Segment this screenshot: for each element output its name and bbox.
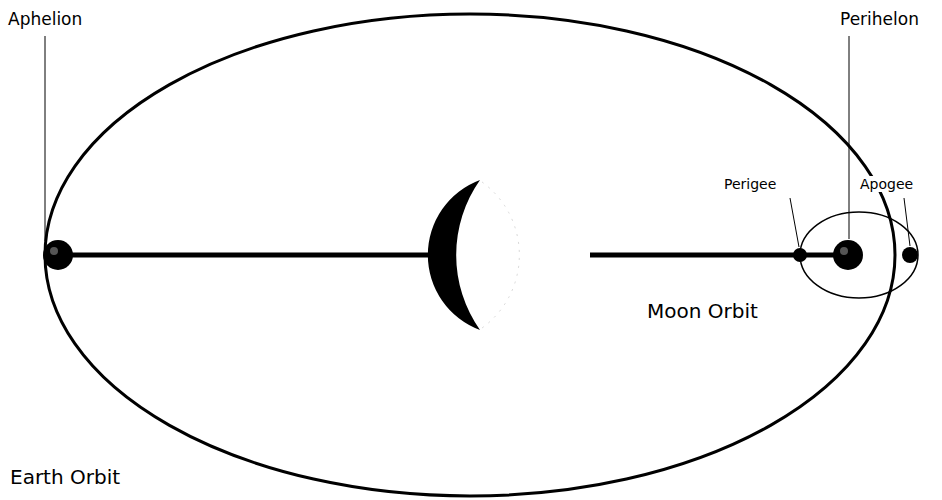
moon-point-label: Apogee	[858, 176, 915, 192]
orbit-label: Earth Orbit	[8, 466, 122, 489]
apsis-line	[70, 253, 428, 258]
earth-highlight	[50, 247, 58, 255]
apsis-label: Perihelon	[838, 10, 921, 30]
earth-orbit-ellipse	[45, 14, 895, 496]
earth-highlight	[840, 247, 848, 255]
leader-line	[849, 36, 850, 239]
apsis-label: Aphelion	[6, 10, 84, 30]
earth-symbol	[833, 240, 863, 270]
sun-crescent	[428, 180, 480, 330]
leader-line	[45, 36, 46, 241]
sun-outline	[482, 182, 519, 328]
moon-orbit-ellipse	[800, 212, 918, 298]
orbit-label: Moon Orbit	[645, 300, 760, 323]
leader-line	[904, 198, 910, 246]
moon-symbol	[902, 247, 918, 263]
leader-line	[790, 198, 799, 247]
moon-symbol	[793, 248, 807, 262]
moon-point-label: Perigee	[722, 176, 778, 192]
earth-symbol	[43, 240, 73, 270]
